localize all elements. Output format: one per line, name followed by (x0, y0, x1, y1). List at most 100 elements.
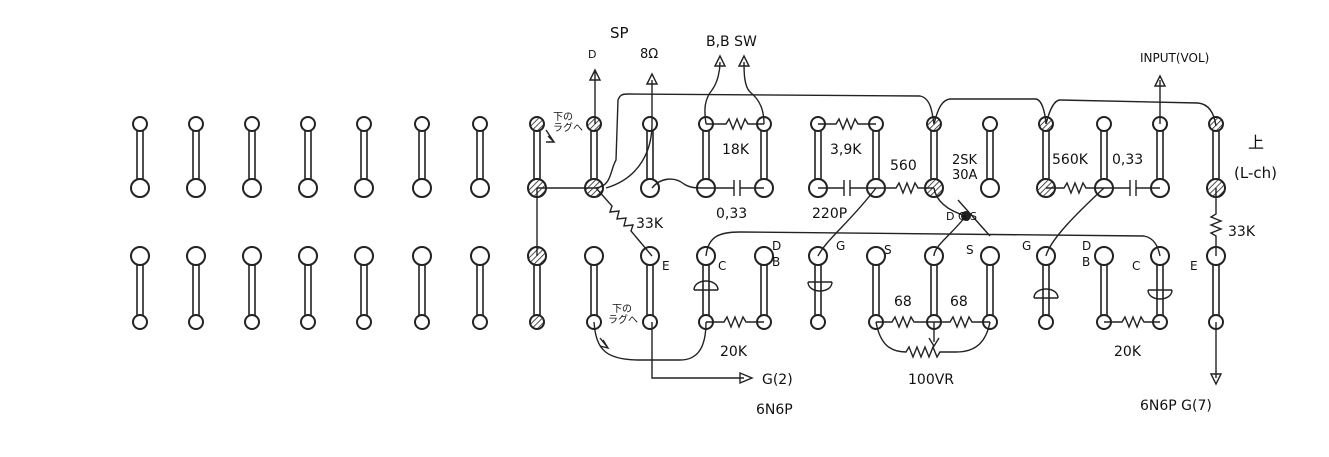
label-r-560: 560 (890, 158, 917, 174)
label-r-68-a: 68 (894, 294, 912, 310)
label-c-right: C (1132, 259, 1140, 273)
lug-terminal-large (412, 246, 432, 266)
cap-c-right (1147, 289, 1173, 300)
lug-terminal-small (132, 116, 148, 132)
label-c-033-left: 0,33 (716, 206, 747, 222)
lug-terminal-small (188, 116, 204, 132)
lug-terminal-large (1150, 246, 1170, 266)
lug-terminals (130, 116, 1226, 330)
label-bbsw: B,B SW (706, 34, 757, 50)
label-e-right: E (1190, 259, 1198, 273)
label-tube-6n6p: 6N6P (756, 402, 793, 418)
lug-terminal-large (696, 246, 716, 266)
vr-100-wire (875, 321, 991, 359)
label-r-33k-right: 33K (1228, 224, 1256, 240)
lug-terminal-small (586, 116, 602, 132)
lug-terminal-large (242, 178, 262, 198)
bbsw-wire-2 (743, 61, 765, 125)
label-r-20k-left: 20K (720, 344, 748, 360)
label-8ohm: 8Ω (640, 47, 658, 62)
c-033-right-wire (1104, 180, 1160, 196)
lug-terminal-small (132, 314, 148, 330)
label-r-560k: 560K (1052, 152, 1089, 168)
c-033-left-wire (706, 180, 764, 196)
speaker-8ohm-wire (605, 80, 653, 189)
lug-terminal-small (529, 116, 545, 132)
lug-terminal-large (186, 246, 206, 266)
lug-terminal-small (356, 314, 372, 330)
label-r-68-b: 68 (950, 294, 968, 310)
label-c-033-right: 0,33 (1112, 152, 1143, 168)
lug-terminal-large (754, 246, 774, 266)
r-68-b-wire (934, 315, 990, 329)
lug-terminal-small (300, 314, 316, 330)
r-20k-left-wire (706, 315, 764, 329)
lug-terminal-large (298, 178, 318, 198)
speaker-arrow (645, 72, 659, 85)
lug-terminal-small (472, 116, 488, 132)
label-g-left: G (836, 239, 845, 253)
r-560k-wire (1046, 181, 1104, 195)
lug-terminal-large (640, 246, 660, 266)
lug-terminal-large (130, 246, 150, 266)
g2-arrow (739, 371, 754, 385)
collector-loop-wire (705, 231, 1161, 257)
label-r-20k-right: 20K (1114, 344, 1142, 360)
label-e-left: E (662, 259, 670, 273)
lug-terminal-large (186, 178, 206, 198)
bbsw-wire-1 (704, 61, 721, 125)
c-220p-wire (818, 180, 876, 196)
lug-terminal-large (298, 246, 318, 266)
g-left-wire (817, 187, 877, 257)
fet-drain-line (957, 199, 991, 237)
label-lch: (L-ch) (1234, 164, 1277, 182)
lug-terminal-large (1094, 246, 1114, 266)
input-arrow (1153, 74, 1167, 87)
wiring (536, 54, 1223, 386)
label-c-220p: 220P (812, 206, 847, 222)
r-560-wire (876, 181, 934, 195)
lug-terminal-large (980, 246, 1000, 266)
label-r-18k: 18K (722, 142, 750, 158)
label-g-right: G (1022, 239, 1031, 253)
lug-terminal-large (640, 178, 660, 198)
r-3-9k-wire (818, 117, 876, 131)
lower-lug-arrow (599, 337, 610, 350)
lug-terminal-small (529, 314, 545, 330)
lug-terminal-large (470, 246, 490, 266)
bbsw-arrow-1 (713, 54, 727, 67)
label-d-top: D (588, 48, 596, 61)
lug-terminal-small (244, 116, 260, 132)
r-33k-left-wire (595, 187, 653, 257)
lug-terminal-small (244, 314, 260, 330)
label-fet-pins: D G,S (946, 210, 977, 223)
r-68-a-wire (876, 315, 934, 329)
lug-terminal-large (412, 178, 432, 198)
label-g7: 6N6P G(7) (1140, 398, 1212, 414)
label-to-lower-lug-2: 下のラグへ (608, 304, 638, 326)
g2-output-wire (651, 322, 744, 379)
label-vr-100: 100VR (908, 372, 954, 388)
label-s-mid: S (966, 243, 974, 257)
r-18k-wire (706, 117, 764, 131)
lower-lug-wire (593, 321, 707, 361)
lug-terminal-small (642, 116, 658, 132)
cap-g-right (1033, 288, 1059, 299)
lug-terminal-large (866, 246, 886, 266)
lug-terminal-large (584, 246, 604, 266)
lug-terminal-small (414, 314, 430, 330)
label-g2: G(2) (762, 372, 793, 388)
lug-terminal-small (472, 314, 488, 330)
lug-terminal-large (470, 178, 490, 198)
label-to-lower-lug-1: 下のラグへ (553, 112, 583, 134)
lug-terminal-large (242, 246, 262, 266)
label-ue: 上 (1248, 133, 1264, 152)
top-bus-wire (595, 93, 1217, 189)
g7-arrow (1209, 373, 1223, 386)
lug-terminal-small (1038, 314, 1054, 330)
label-sp: SP (610, 24, 629, 42)
lug-terminal-small (982, 116, 998, 132)
